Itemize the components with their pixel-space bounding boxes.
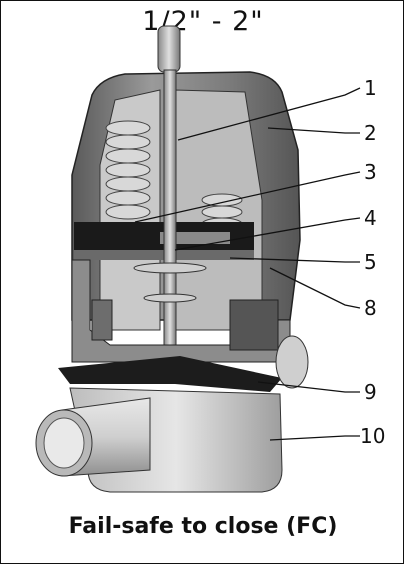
callout-5: 5 [364, 250, 377, 274]
figure-caption: Fail-safe to close (FC) [0, 514, 406, 539]
caption-suffix: ) [327, 514, 338, 539]
bonnet [71, 259, 291, 363]
valve-body [35, 335, 309, 493]
leader-4 [174, 217, 361, 251]
leader-5 [229, 257, 360, 263]
leader-1 [177, 87, 361, 141]
callout-3: 3 [364, 160, 377, 184]
callout-8: 8 [364, 296, 377, 320]
caption-abbr: FC [296, 514, 328, 539]
leader-3 [134, 171, 361, 223]
callout-numbers: 1 2 3 4 5 8 9 10 [360, 76, 385, 448]
callout-4: 4 [364, 206, 377, 230]
leader-2 [267, 127, 360, 134]
callout-1: 1 [364, 76, 377, 100]
spring-left [105, 120, 151, 220]
caption-prefix: Fail-safe to close ( [68, 514, 297, 539]
valve-stem [133, 25, 207, 371]
leader-10 [269, 435, 360, 441]
diaphragm [58, 356, 282, 392]
actuator-cap [71, 71, 301, 331]
callout-10: 10 [360, 424, 385, 448]
callout-2: 2 [364, 121, 377, 145]
callout-lines [134, 87, 361, 441]
leader-8 [269, 267, 361, 309]
callout-9: 9 [364, 380, 377, 404]
spring-right [201, 193, 243, 231]
leader-9 [257, 381, 360, 393]
